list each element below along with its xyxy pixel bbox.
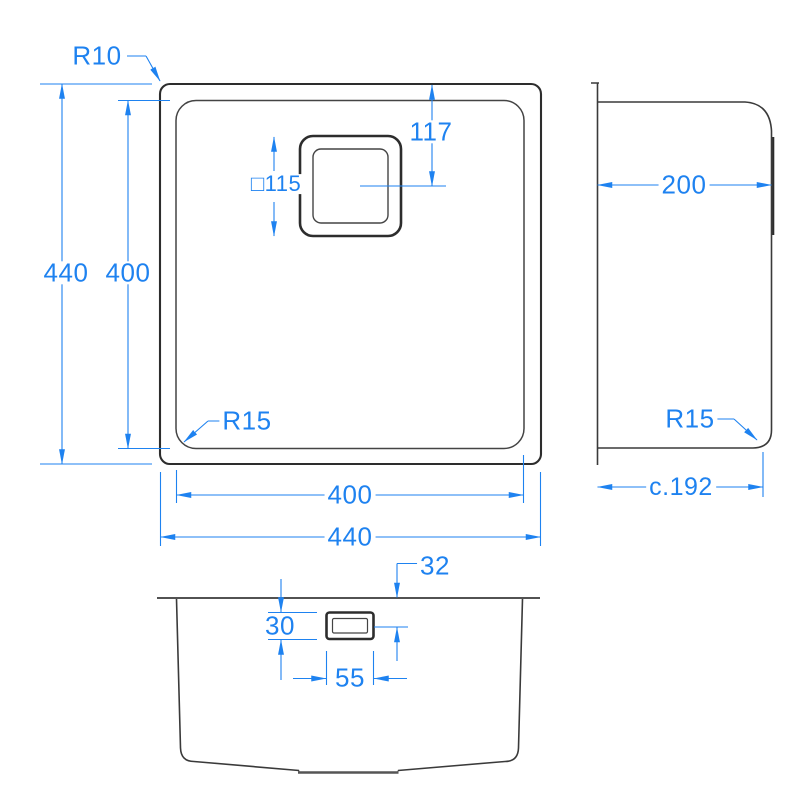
front-dimension-lines [268,562,420,685]
front-view-linework [157,597,540,774]
side-dimension-lines [596,182,773,497]
plan-view-linework [158,82,543,466]
dim-label-drain-size: □115 [247,173,305,194]
dim-label-overflow-width: 55 [332,664,368,691]
dim-label-outer-corner-radius: R10 [69,42,125,69]
dim-label-overflow-height: 30 [262,612,298,639]
dim-label-overall-width: 440 [324,523,376,550]
dim-label-overflow-offset: 32 [417,552,453,579]
dim-label-side-bottom-radius: R15 [662,405,718,432]
dim-label-side-base-depth: c.192 [646,475,716,499]
front-left-wall [175,598,300,772]
side-view-linework [591,82,775,465]
dim-label-overall-height: 440 [40,259,92,286]
dim-label-side-depth: 200 [658,171,710,198]
plan-outer-outline [158,82,543,466]
front-overflow-inner [331,617,369,634]
front-overflow-outer [325,611,375,641]
side-profile [597,101,773,449]
plan-dimension-lines [40,55,542,546]
side-front-edge [591,82,599,465]
dim-label-bowl-corner-radius: R15 [219,407,275,434]
front-right-wall [397,598,524,772]
dim-label-drain-center-offset: 117 [406,118,456,145]
plan-bowl-outline [175,99,525,450]
dim-label-bowl-width: 400 [324,481,376,508]
dim-label-bowl-height: 400 [102,259,154,286]
